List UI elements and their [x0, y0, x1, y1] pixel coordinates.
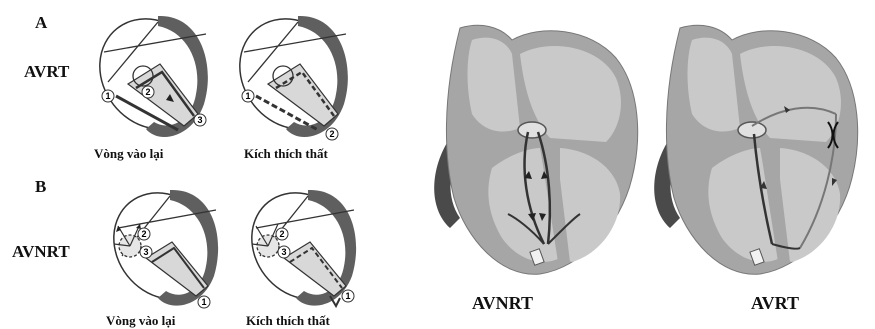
svg-text:1: 1: [105, 91, 110, 101]
panel-b-caption-reentry: Vòng vào lại: [106, 313, 175, 329]
svg-text:1: 1: [245, 91, 250, 101]
panel-b-caption-ventricular: Kích thích thất: [246, 313, 330, 329]
svg-text:1: 1: [201, 297, 206, 307]
panel-a-caption-reentry: Vòng vào lại: [94, 146, 163, 162]
svg-text:3: 3: [143, 247, 148, 257]
svg-text:2: 2: [141, 229, 146, 239]
panel-a-caption-ventricular: Kích thích thất: [244, 146, 328, 162]
panel-a-label: AVRT: [24, 62, 69, 82]
heart-avnrt-diagram: [420, 18, 650, 278]
avnrt-reentry-diagram: 2 3 1: [100, 178, 230, 313]
svg-text:3: 3: [281, 247, 286, 257]
svg-text:2: 2: [329, 129, 334, 139]
avrt-ventricular-stimulation-diagram: 1 2: [228, 4, 358, 144]
svg-text:1: 1: [345, 291, 350, 301]
heart-avrt-caption: AVRT: [751, 293, 799, 314]
avrt-reentry-diagram: 1 2 3: [88, 4, 218, 144]
heart-avrt-diagram: [640, 18, 870, 278]
svg-text:2: 2: [279, 229, 284, 239]
heart-avnrt-caption: AVNRT: [472, 293, 533, 314]
svg-text:2: 2: [145, 87, 150, 97]
avnrt-ventricular-stimulation-diagram: 2 3 1: [238, 178, 368, 313]
panel-b-label: AVNRT: [12, 242, 70, 262]
panel-b-letter: B: [35, 177, 46, 197]
svg-text:3: 3: [197, 115, 202, 125]
panel-a-letter: A: [35, 13, 47, 33]
